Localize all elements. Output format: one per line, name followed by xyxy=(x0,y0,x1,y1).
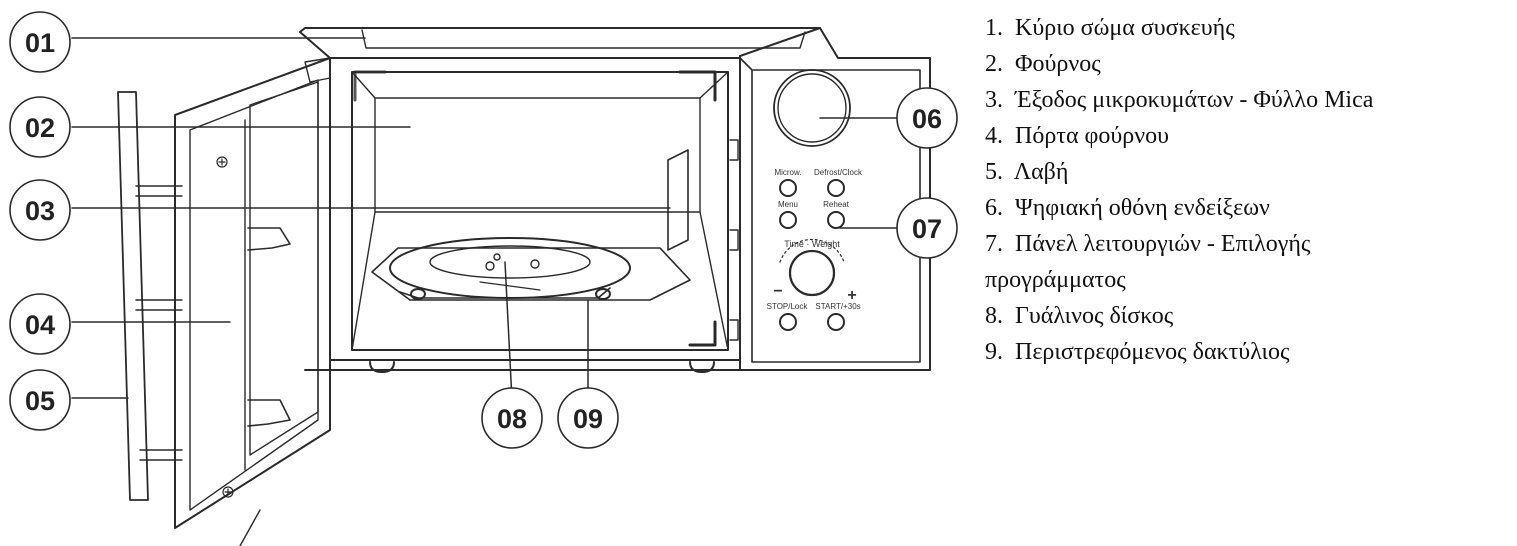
legend-text: Κύριο σώμα συσκευής xyxy=(1015,15,1235,41)
legend-number: 7. xyxy=(985,231,1003,257)
label-dial-plus: + xyxy=(847,287,856,304)
callout-08-label: 08 xyxy=(497,404,527,434)
legend-text: Λαβή xyxy=(1013,159,1069,185)
button-reheat xyxy=(827,211,845,229)
callout-03 xyxy=(9,179,71,241)
microwave-diagram: 01 02 03 04 05 06 07 08 09 Microw. Defro… xyxy=(9,11,958,546)
callout-02 xyxy=(9,96,71,158)
button-stop-lock xyxy=(779,313,797,331)
legend-number: 1. xyxy=(985,15,1003,41)
legend-item: 4. Πόρτα φούρνου xyxy=(985,118,1515,154)
callout-04 xyxy=(9,293,71,355)
callout-05-label: 05 xyxy=(25,386,55,416)
legend-text: Περιστρεφόμενος δακτύλιος xyxy=(1015,339,1290,365)
rotating-ring xyxy=(399,287,611,300)
legend-item: 7. Πάνελ λειτουργιών - Επιλογής xyxy=(985,226,1515,262)
legend-number: 4. xyxy=(985,123,1003,149)
legend-text: Γυάλινος δίσκος xyxy=(1015,303,1174,329)
button-microw xyxy=(779,179,797,197)
legend-text: Ψηφιακή οθόνη ενδείξεων xyxy=(1015,195,1270,221)
callout-06-label: 06 xyxy=(912,104,942,134)
legend-item: 5. Λαβή xyxy=(985,154,1515,190)
glass-turntable xyxy=(371,237,691,301)
legend-number: 6. xyxy=(985,195,1003,221)
door-handle xyxy=(117,91,183,501)
callout-02-label: 02 xyxy=(25,113,55,143)
legend-text: Πάνελ λειτουργιών - Επιλογής xyxy=(1015,231,1311,257)
callout-07-label: 07 xyxy=(912,214,942,244)
oven-door xyxy=(174,57,331,529)
button-menu xyxy=(779,211,797,229)
button-defrost-clock xyxy=(827,179,845,197)
legend-text: Έξοδος μικροκυμάτων - Φύλλο Mica xyxy=(1015,87,1374,113)
callout-09-label: 09 xyxy=(573,404,603,434)
legend-text: Φούρνος xyxy=(1015,51,1101,77)
label-time-weight: Time · Weight xyxy=(784,239,840,249)
label-microw: Microw. xyxy=(774,168,801,177)
legend-text: Πόρτα φούρνου xyxy=(1015,123,1169,149)
legend-number: 3. xyxy=(985,87,1003,113)
legend-number: 9. xyxy=(985,339,1003,365)
label-start-30s: START/+30s xyxy=(815,302,860,311)
legend-item: 8. Γυάλινος δίσκος xyxy=(985,298,1515,334)
legend-item: 3. Έξοδος μικροκυμάτων - Φύλλο Mica xyxy=(985,82,1515,118)
leader-lines xyxy=(71,37,901,401)
legend-item-continuation: προγράμματος xyxy=(985,262,1515,298)
callout-05 xyxy=(9,369,71,431)
label-menu: Menu xyxy=(778,200,798,209)
time-weight-dial xyxy=(788,249,836,297)
legend-number: 5. xyxy=(985,159,1003,185)
label-stop-lock: STOP/Lock xyxy=(767,302,809,311)
callout-01 xyxy=(9,11,71,73)
callout-01-label: 01 xyxy=(25,28,55,58)
label-reheat: Reheat xyxy=(823,200,850,209)
legend-item: 9. Περιστρεφόμενος δακτύλιος xyxy=(985,334,1515,370)
label-dial-minus: − xyxy=(773,283,782,300)
button-start-30s xyxy=(827,313,845,331)
legend-item: 2. Φούρνος xyxy=(985,46,1515,82)
parts-legend: 1. Κύριο σώμα συσκευής 2. Φούρνος 3. Έξο… xyxy=(985,10,1515,370)
oven-cavity xyxy=(351,70,739,351)
callout-03-label: 03 xyxy=(25,196,55,226)
callout-08 xyxy=(481,387,543,449)
legend-number: 8. xyxy=(985,303,1003,329)
legend-text: προγράμματος xyxy=(985,267,1126,293)
legend-item: 1. Κύριο σώμα συσκευής xyxy=(985,10,1515,46)
legend-item: 6. Ψηφιακή οθόνη ενδείξεων xyxy=(985,190,1515,226)
label-defrost-clock: Defrost/Clock xyxy=(814,168,863,177)
control-panel xyxy=(773,69,851,331)
callout-04-label: 04 xyxy=(25,310,55,340)
callout-07 xyxy=(896,197,958,259)
callout-06 xyxy=(896,87,958,149)
callout-09 xyxy=(557,387,619,449)
legend-number: 2. xyxy=(985,51,1003,77)
